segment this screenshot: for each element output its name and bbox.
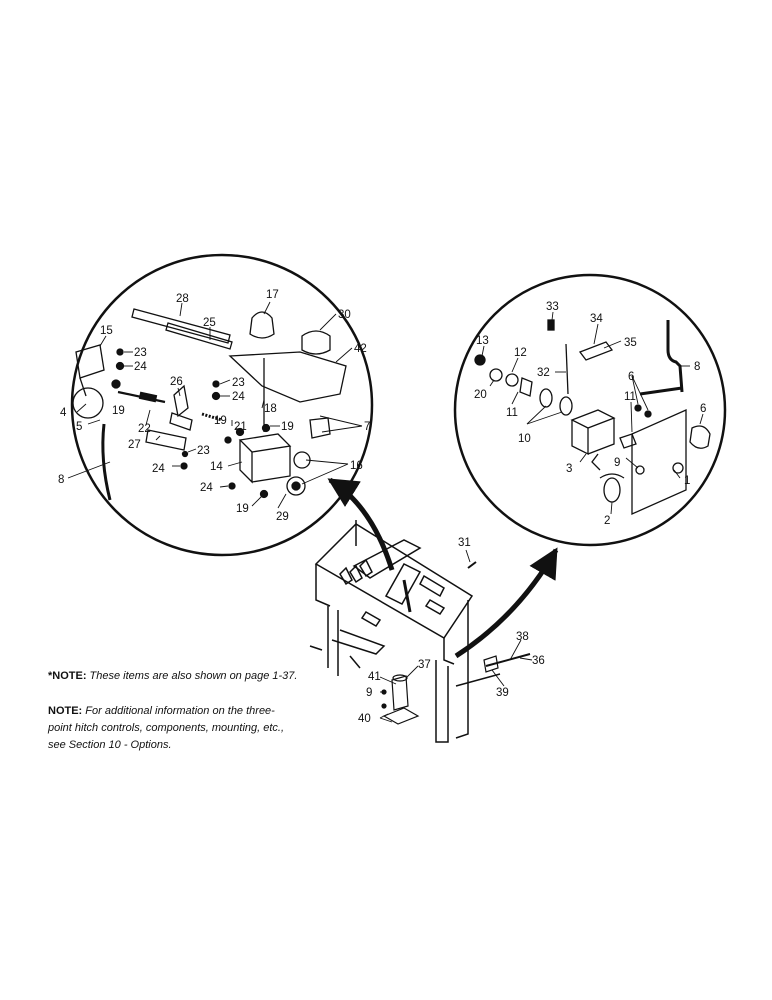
callout-39: 39: [496, 687, 509, 699]
callout-20: 20: [474, 389, 487, 401]
callout-29: 29: [276, 511, 289, 523]
callout-24: 24: [134, 361, 147, 373]
callout-1: 1: [684, 475, 690, 487]
callout-8: 8: [58, 474, 64, 486]
left-pointer-arrow: [327, 477, 395, 571]
callout-22: 22: [138, 423, 151, 435]
callout-37: 37: [418, 659, 431, 671]
callout-41: 41: [368, 671, 381, 683]
callout-23: 23: [197, 445, 210, 457]
console-leader-lines: [379, 549, 533, 723]
callout-26: 26: [170, 376, 183, 388]
callout-12: 12: [514, 347, 527, 359]
note-text: These items are also shown on page 1-37.: [86, 670, 298, 682]
callout-19: 19: [214, 415, 227, 427]
left-leader-lines: [67, 301, 363, 509]
callout-19: 19: [112, 405, 125, 417]
callout-38: 38: [516, 631, 529, 643]
callout-8: 8: [694, 361, 700, 373]
callout-42: 42: [354, 343, 367, 355]
left-assembly: [72, 308, 347, 501]
note-label: *NOTE:: [48, 670, 87, 682]
console-hardware: [381, 561, 531, 725]
callout-13: 13: [476, 335, 489, 347]
note-additional-info: NOTE: For additional information on the …: [48, 703, 298, 754]
callout-4: 4: [60, 407, 67, 419]
callout-17: 17: [266, 289, 279, 301]
console-frame: [309, 520, 501, 743]
callout-11: 11: [506, 407, 518, 419]
callout-24: 24: [200, 482, 213, 494]
callout-3: 3: [566, 463, 572, 475]
callout-40: 40: [358, 713, 371, 725]
callout-23: 23: [134, 347, 147, 359]
callout-16: 16: [350, 460, 363, 472]
callout-19: 19: [281, 421, 294, 433]
callout-6: 6: [628, 371, 634, 383]
callout-24: 24: [232, 391, 245, 403]
callout-15: 15: [100, 325, 113, 337]
note-page-reference: *NOTE: These items are also shown on pag…: [48, 668, 328, 685]
right-assembly: [474, 319, 711, 516]
note-label: NOTE:: [48, 705, 83, 717]
callout-27: 27: [128, 439, 141, 451]
right-detail-circle: [453, 273, 727, 547]
callout-labels: 28 25 15 23 24 4 19 5 8 26 22 27 23 24 2…: [58, 289, 706, 725]
right-pointer-arrow: [454, 547, 559, 659]
callout-6: 6: [700, 403, 706, 415]
callout-32: 32: [537, 367, 550, 379]
callout-31: 31: [458, 537, 471, 549]
callout-18: 18: [264, 403, 277, 415]
left-detail-circle: [70, 253, 374, 557]
callout-21: 21: [234, 421, 247, 433]
callout-25: 25: [203, 317, 216, 329]
callout-30: 30: [338, 309, 351, 321]
right-leader-lines: [481, 311, 704, 515]
callout-35: 35: [624, 337, 637, 349]
callout-11: 11: [624, 391, 636, 403]
callout-9: 9: [614, 457, 620, 469]
callout-7: 7: [364, 421, 370, 433]
callout-33: 33: [546, 301, 559, 313]
callout-34: 34: [590, 313, 603, 325]
callout-14: 14: [210, 461, 223, 473]
callout-28: 28: [176, 293, 189, 305]
callout-9: 9: [366, 687, 372, 699]
callout-10: 10: [518, 433, 531, 445]
callout-23: 23: [232, 377, 245, 389]
callout-36: 36: [532, 655, 545, 667]
callout-5: 5: [76, 421, 82, 433]
callout-24: 24: [152, 463, 165, 475]
callout-2: 2: [604, 515, 610, 527]
note-text: For additional information on the three-…: [48, 705, 285, 751]
callout-19: 19: [236, 503, 249, 515]
